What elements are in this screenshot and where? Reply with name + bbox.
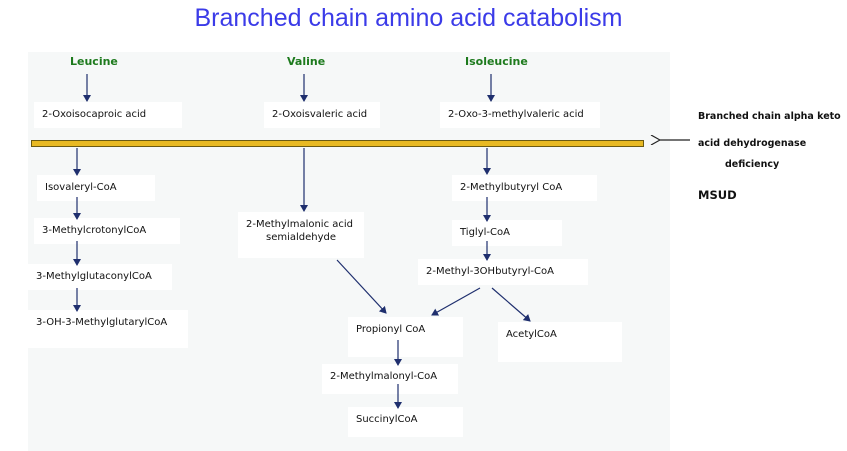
arrow-to-propionyl [431, 287, 481, 316]
isoleucine-step-3: 2-Methyl-3OHbutyryl-CoA [418, 259, 588, 285]
arrow-to-acetyl [491, 287, 531, 322]
side-note-line3: deficiency [725, 159, 780, 170]
succinyl-coa: SuccinylCoA [348, 407, 463, 437]
side-note-line1: Branched chain alpha keto [698, 111, 841, 122]
leucine-step-3: 3-MethylglutaconylCoA [28, 264, 172, 290]
acetyl-coa: AcetylCoA [498, 322, 622, 362]
isoleucine-label: Isoleucine [465, 55, 528, 68]
propionyl-coa: Propionyl CoA [348, 317, 463, 357]
leucine-step-4: 3-OH-3-MethylglutarylCoA [28, 310, 188, 348]
keto-acid-isoleucine: 2-Oxo-3-methylvaleric acid [440, 102, 600, 128]
side-note-line2: acid dehydrogenase [698, 138, 807, 149]
diagram-title: Branched chain amino acid catabolism [194, 4, 623, 32]
methylmalonyl-coa: 2-Methylmalonyl-CoA [322, 364, 458, 394]
leucine-step-2: 3-MethylcrotonylCoA [34, 218, 180, 244]
isoleucine-step-1: 2-Methylbutyryl CoA [452, 175, 597, 201]
leucine-step-1: Isovaleryl-CoA [37, 175, 155, 201]
valine-intermediate-line2: semialdehyde [266, 232, 337, 243]
msud-label: MSUD [698, 188, 737, 202]
valine-intermediate: 2-Methylmalonic acid semialdehyde [238, 212, 364, 258]
leucine-label: Leucine [70, 55, 118, 68]
valine-label: Valine [287, 55, 326, 68]
keto-acid-valine: 2-Oxoisvaleric acid [264, 102, 380, 128]
arrow-valine-2 [336, 259, 387, 314]
enzyme-block-bar [31, 140, 644, 147]
keto-acid-leucine: 2-Oxoisocaproic acid [34, 102, 182, 128]
valine-intermediate-line1: 2-Methylmalonic acid [246, 219, 354, 230]
isoleucine-step-2: Tiglyl-CoA [452, 220, 562, 246]
